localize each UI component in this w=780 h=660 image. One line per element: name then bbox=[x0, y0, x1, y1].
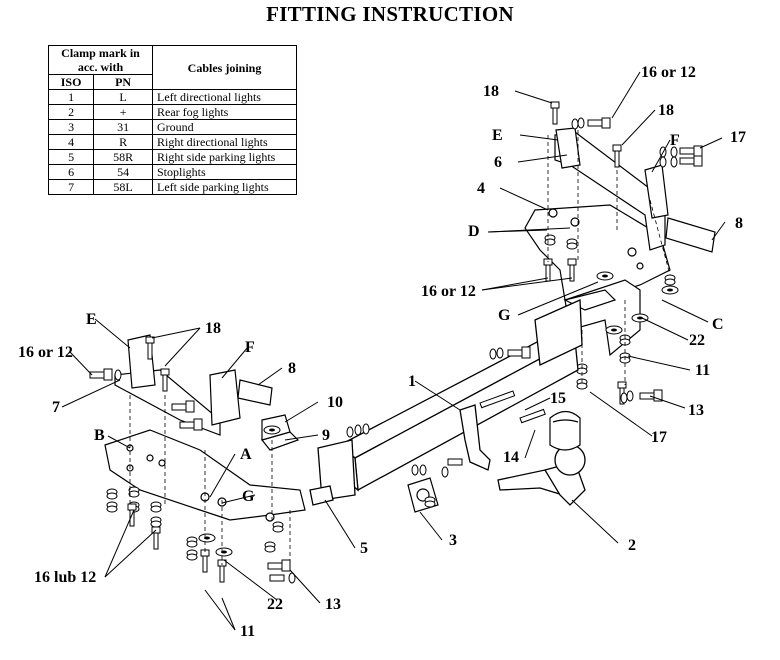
left-side-bolts bbox=[89, 368, 296, 584]
label-F: F bbox=[245, 339, 255, 356]
label-18: 18 bbox=[205, 320, 221, 337]
middle-fasteners bbox=[346, 346, 546, 478]
pn-cell: 58L bbox=[93, 179, 153, 195]
iso-cell: 7 bbox=[47, 179, 95, 195]
main-crossbar bbox=[309, 299, 586, 506]
label-B: B bbox=[94, 427, 105, 444]
label-E: E bbox=[492, 127, 503, 144]
ball-cover bbox=[549, 410, 581, 451]
page-title: FITTING INSTRUCTION bbox=[266, 2, 514, 26]
right-bracket-group bbox=[524, 127, 716, 357]
label-7: 7 bbox=[52, 399, 60, 416]
label-11: 11 bbox=[240, 623, 255, 640]
desc-cell: Ground bbox=[152, 119, 297, 135]
label-16-or-12: 16 or 12 bbox=[641, 64, 696, 81]
label-8: 8 bbox=[735, 215, 743, 232]
alignment-lines bbox=[129, 130, 671, 565]
desc-cell: Right directional lights bbox=[152, 134, 297, 150]
label-8: 8 bbox=[288, 360, 296, 377]
table-row: 6 54 Stoplights bbox=[47, 164, 297, 180]
label-C: C bbox=[712, 316, 724, 333]
label-17: 17 bbox=[651, 429, 667, 446]
desc-cell: Left side parking lights bbox=[152, 179, 297, 195]
label-2: 2 bbox=[628, 537, 636, 554]
label-15: 15 bbox=[550, 390, 566, 407]
label-14: 14 bbox=[503, 449, 519, 466]
label-5: 5 bbox=[360, 540, 368, 557]
label-A: A bbox=[240, 446, 252, 463]
label-E: E bbox=[86, 311, 97, 328]
label-13: 13 bbox=[325, 596, 341, 613]
label-13: 13 bbox=[688, 402, 704, 419]
pn-header: PN bbox=[93, 74, 153, 90]
label-D: D bbox=[468, 223, 480, 240]
iso-cell: 5 bbox=[47, 149, 95, 165]
pn-cell: 54 bbox=[93, 164, 153, 180]
table-row: 4 R Right directional lights bbox=[47, 134, 297, 150]
label-4: 4 bbox=[477, 180, 485, 197]
clamp-mark-header: Clamp mark in acc. with bbox=[48, 45, 153, 75]
desc-cell: Right side parking lights bbox=[152, 149, 297, 165]
pn-cell: 31 bbox=[93, 119, 153, 135]
label-16-or-12: 16 or 12 bbox=[18, 344, 73, 361]
label-9: 9 bbox=[322, 427, 330, 444]
table-header-row: Clamp mark in acc. with Cables joining bbox=[48, 45, 297, 90]
label-18: 18 bbox=[658, 102, 674, 119]
label-G: G bbox=[498, 307, 511, 324]
leader-lines bbox=[61, 71, 726, 631]
socket-plate bbox=[407, 477, 439, 513]
label-22: 22 bbox=[689, 332, 705, 349]
label-16-lub-12: 16 lub 12 bbox=[34, 569, 96, 586]
cables-joining-header: Cables joining bbox=[152, 45, 297, 90]
label-10: 10 bbox=[327, 394, 343, 411]
label-1: 1 bbox=[408, 373, 416, 390]
label-6: 6 bbox=[494, 154, 502, 171]
label-18: 18 bbox=[483, 83, 499, 100]
label-G: G bbox=[242, 488, 255, 505]
label-F: F bbox=[670, 132, 680, 149]
part-labels: 18 16 or 12 18 E F 17 6 4 8 D 16 or 12 G… bbox=[18, 64, 746, 640]
desc-cell: Stoplights bbox=[152, 164, 297, 180]
label-17: 17 bbox=[730, 129, 746, 146]
clamp-mark-table: Clamp mark in acc. with Cables joining I… bbox=[47, 45, 297, 195]
label-3: 3 bbox=[449, 532, 457, 549]
table-row: 3 31 Ground bbox=[47, 119, 297, 135]
table-row: 7 58L Left side parking lights bbox=[47, 179, 297, 195]
label-16-or-12: 16 or 12 bbox=[421, 283, 476, 300]
label-11: 11 bbox=[695, 362, 710, 379]
label-22: 22 bbox=[267, 596, 283, 613]
